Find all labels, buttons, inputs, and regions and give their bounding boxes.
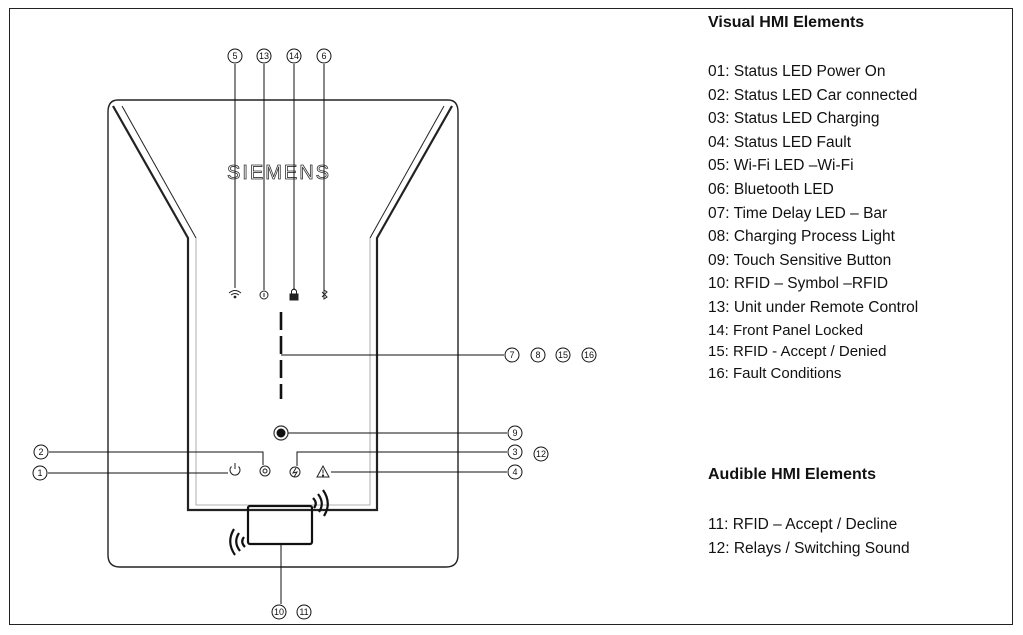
visual-item-09: 09: Touch Sensitive Button <box>708 251 892 269</box>
audible-hmi-list: 11: RFID – Accept / Decline 12: Relays /… <box>708 513 910 560</box>
visual-item-02: 02: Status LED Car connected <box>708 86 918 104</box>
callout-10: 10 <box>271 604 287 620</box>
svg-text:7: 7 <box>509 350 514 360</box>
wallbox-housing <box>107 99 459 568</box>
svg-text:3: 3 <box>512 447 517 457</box>
audible-item-12: 12: Relays / Switching Sound <box>708 539 910 557</box>
visual-item-07: 07: Time Delay LED – Bar <box>708 204 888 222</box>
wifi-icon <box>228 290 242 299</box>
visual-item-08: 08: Charging Process Light <box>708 228 895 246</box>
callout-7: 7 <box>504 347 520 363</box>
callout-15: 15 <box>555 347 571 363</box>
callout-1: 1 <box>32 465 48 481</box>
callout-8: 8 <box>530 347 546 363</box>
svg-text:2: 2 <box>38 447 43 457</box>
bottom-status-icons <box>229 463 330 478</box>
rfid-waves-left-icon <box>229 528 246 556</box>
remote-control-icon <box>259 290 269 300</box>
visual-item-15: 15: RFID - Accept / Denied <box>708 343 887 361</box>
visual-item-10: 10: RFID – Symbol –RFID <box>708 275 889 293</box>
audible-hmi-title: Audible HMI Elements <box>708 466 877 483</box>
svg-text:15: 15 <box>558 350 568 360</box>
svg-text:16: 16 <box>584 350 594 360</box>
svg-text:5: 5 <box>232 51 237 61</box>
lock-icon <box>289 288 299 301</box>
leader-lines <box>48 64 507 604</box>
svg-text:13: 13 <box>259 51 269 61</box>
visual-item-01: 01: Status LED Power On <box>708 63 886 80</box>
charging-icon <box>289 466 301 478</box>
svg-text:12: 12 <box>536 449 546 459</box>
callout-9: 9 <box>507 425 523 441</box>
visual-hmi-list: 01: Status LED Power On 02: Status LED C… <box>708 60 918 385</box>
svg-text:4: 4 <box>512 467 517 477</box>
callout-6: 6 <box>316 48 332 64</box>
touch-sensitive-button[interactable] <box>273 425 289 441</box>
visual-item-05: 05: Wi-Fi LED –Wi-Fi <box>708 157 854 175</box>
svg-text:8: 8 <box>535 350 540 360</box>
visual-item-13: 13: Unit under Remote Control <box>708 298 919 316</box>
power-icon <box>229 463 241 476</box>
callout-11: 11 <box>296 604 312 620</box>
callout-2: 2 <box>33 444 49 460</box>
svg-text:1: 1 <box>37 468 42 478</box>
rfid-waves-right-icon <box>312 489 329 517</box>
visual-item-16: 16: Fault Conditions <box>708 365 842 383</box>
callout-4: 4 <box>507 464 523 480</box>
callout-3: 3 <box>507 444 523 460</box>
visual-hmi-title: Visual HMI Elements <box>708 14 865 31</box>
svg-text:10: 10 <box>274 607 284 617</box>
callout-12: 12 <box>533 446 549 462</box>
visual-item-06: 06: Bluetooth LED <box>708 180 834 198</box>
fault-warning-icon <box>316 464 330 478</box>
audible-item-11: 11: RFID – Accept / Decline <box>708 516 898 533</box>
svg-text:6: 6 <box>321 51 326 61</box>
callout-16: 16 <box>581 347 597 363</box>
svg-text:9: 9 <box>512 428 517 438</box>
visual-item-14: 14: Front Panel Locked <box>708 321 864 339</box>
visual-item-04: 04: Status LED Fault <box>708 133 852 151</box>
callout-13: 13 <box>256 48 272 64</box>
callout-5: 5 <box>227 48 243 64</box>
svg-text:11: 11 <box>299 607 308 617</box>
car-connected-icon <box>259 465 271 477</box>
siemens-logo: SIEMENS <box>227 162 331 184</box>
visual-item-03: 03: Status LED Charging <box>708 110 880 128</box>
svg-text:14: 14 <box>289 51 299 61</box>
top-status-icons <box>228 288 328 301</box>
bluetooth-icon <box>321 289 328 300</box>
rfid-reader[interactable] <box>229 489 329 556</box>
wallbox-diagram: SIEMENS <box>32 48 597 620</box>
callout-14: 14 <box>286 48 302 64</box>
figure-frame <box>9 8 1013 625</box>
